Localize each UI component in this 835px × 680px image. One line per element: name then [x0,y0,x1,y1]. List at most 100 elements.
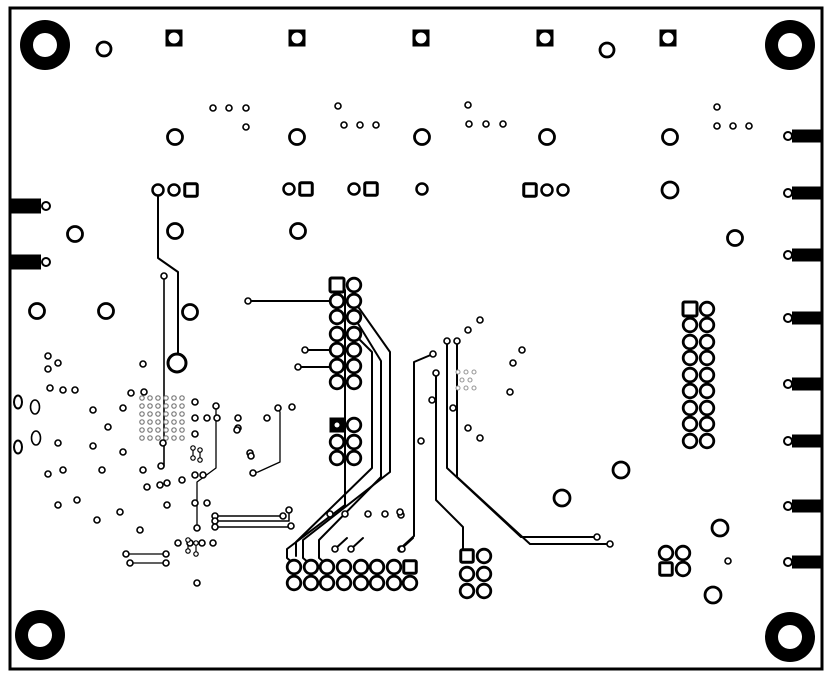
via [71,386,79,394]
edge-pad-via [783,557,793,567]
gray-via [463,369,469,375]
via [443,337,451,345]
via-small [190,445,196,451]
round-pad [657,544,675,562]
round-pad [318,574,336,592]
via [140,388,148,396]
via [126,559,134,567]
board-outline [8,6,824,671]
round-pad [698,432,716,450]
square-pad [402,559,418,575]
edge-pad-via [41,201,51,211]
round-pad [681,366,699,384]
via-small [185,537,191,543]
round-pad [552,488,572,508]
square-pad [658,561,674,577]
round-pad [698,399,716,417]
via [506,388,514,396]
round-pad [95,40,113,58]
via [449,404,457,412]
edge-pad-right [792,311,822,325]
via [198,539,206,547]
via [156,481,164,489]
via [157,462,165,470]
square-pad-drill [539,32,551,44]
thermal-via [171,435,177,441]
round-pad [328,357,346,375]
via [193,524,201,532]
via [593,533,601,541]
round-pad [352,558,370,576]
via [453,337,461,345]
via [119,448,127,456]
via [162,550,170,558]
thermal-via [139,419,145,425]
round-pad [475,582,493,600]
thermal-via [179,403,185,409]
round-pad [285,574,303,592]
via [233,426,241,434]
thermal-via [171,403,177,409]
via [364,510,372,518]
via [209,539,217,547]
silkscreen-oval [13,394,23,410]
square-pad [298,181,314,197]
round-pad [151,183,165,197]
round-pad [347,182,361,196]
thermal-via [155,419,161,425]
via [509,359,517,367]
round-pad [328,292,346,310]
via-small [190,455,196,461]
thermal-via [147,403,153,409]
square-pad [522,182,538,198]
via [46,384,54,392]
thermal-via [155,411,161,417]
via-small [193,551,199,557]
thermal-via [163,403,169,409]
round-pad [289,222,307,240]
round-pad [166,128,184,146]
copper-trace [196,405,217,527]
edge-pad-right [792,186,822,200]
round-pad [328,341,346,359]
via [163,501,171,509]
round-pad [726,229,744,247]
round-pad [28,302,46,320]
edge-pad-left [9,254,41,270]
via [372,121,380,129]
thermal-via [163,435,169,441]
round-pad [401,574,419,592]
round-pad [674,544,692,562]
thermal-via [171,427,177,433]
via [211,517,219,525]
round-pad [345,325,363,343]
via [44,352,52,360]
gray-via [463,385,469,391]
round-pad [385,574,403,592]
via [340,121,348,129]
via [464,326,472,334]
copper-trace [302,300,391,564]
square-pad-drill [168,32,180,44]
via [104,423,112,431]
via [73,496,81,504]
via [713,103,721,111]
edge-pad-right [792,499,822,513]
via [464,101,472,109]
via [89,406,97,414]
thermal-via [147,427,153,433]
edge-pad-left [9,198,41,214]
via [334,102,342,110]
via [213,414,221,422]
round-pad [318,558,336,576]
edge-pad-via [783,250,793,260]
via [279,512,287,520]
gray-via [459,377,465,383]
square-pad [681,300,699,318]
round-pad [681,382,699,400]
round-pad [698,316,716,334]
via [341,510,349,518]
via [729,122,737,130]
via [398,545,406,553]
round-pad [674,560,692,578]
